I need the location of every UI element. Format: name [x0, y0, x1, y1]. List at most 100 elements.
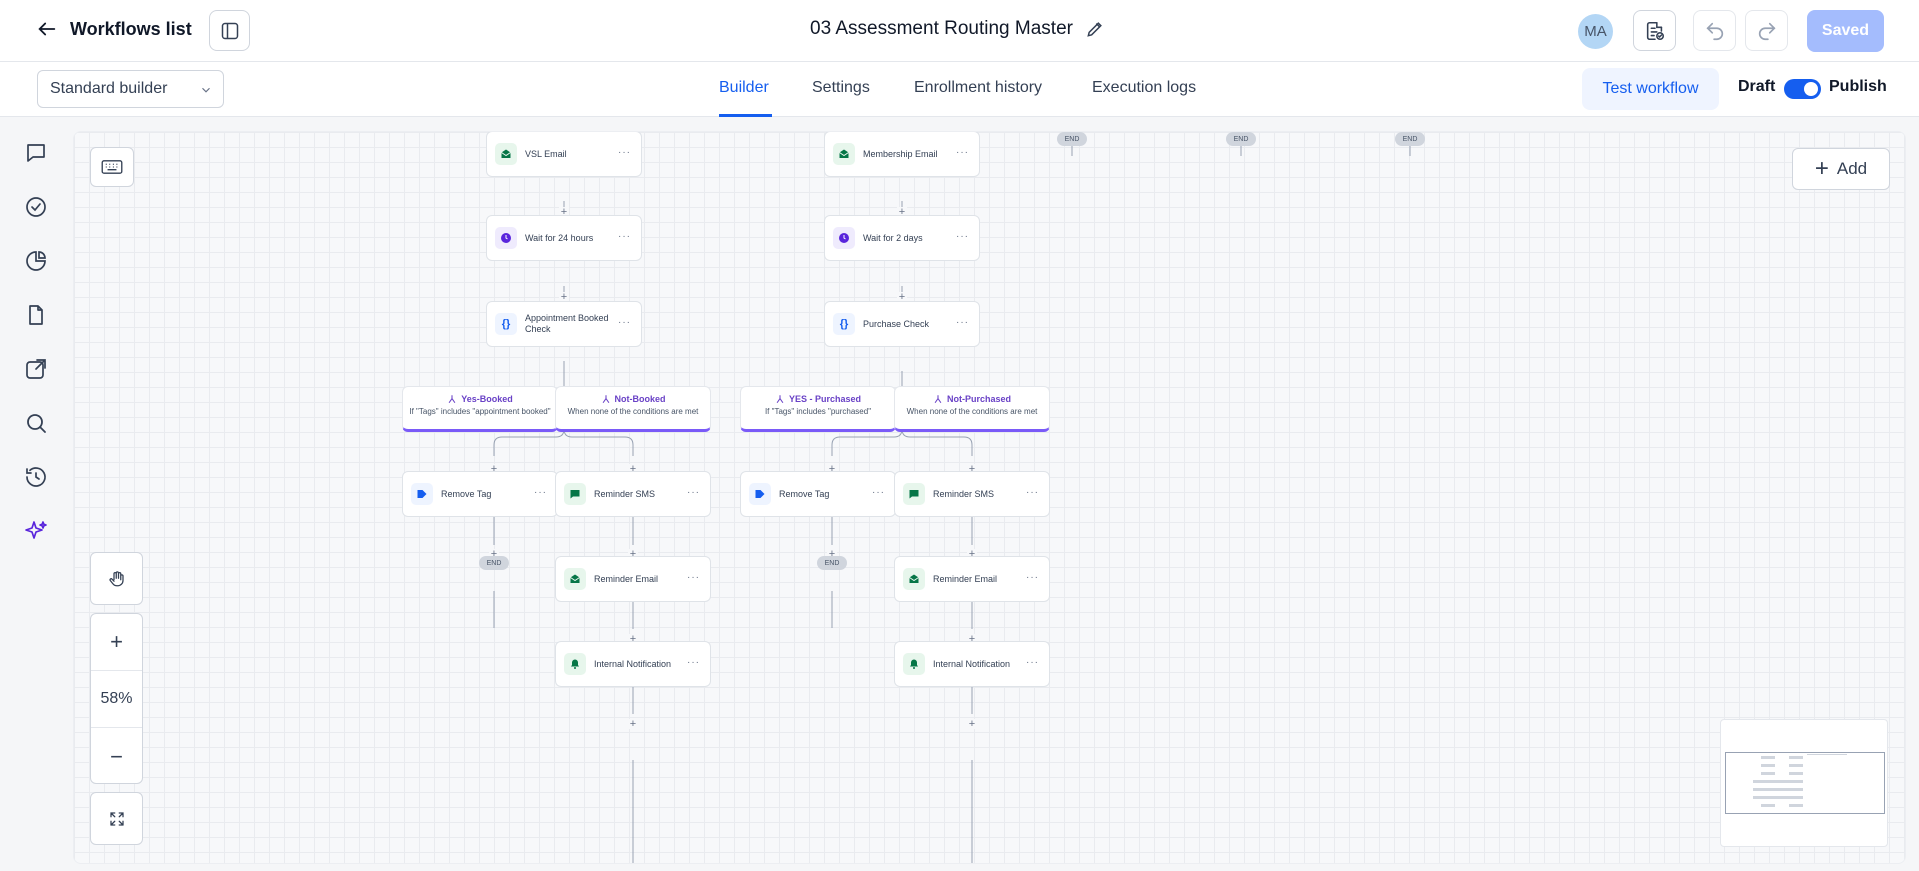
add-step-plus[interactable]: + [628, 548, 638, 560]
publish-label: Publish [1829, 78, 1887, 95]
email-icon [833, 143, 855, 165]
more-icon[interactable]: ··· [687, 657, 700, 668]
minimap-viewport[interactable] [1725, 752, 1885, 814]
tab-builder[interactable]: Builder [719, 79, 769, 96]
step-internal-notification[interactable]: Internal Notification ··· [894, 641, 1050, 687]
more-icon[interactable]: ··· [1026, 487, 1039, 498]
add-step-plus[interactable]: + [628, 718, 638, 730]
builder-type-select[interactable]: Standard builder [37, 70, 224, 108]
add-step-plus[interactable]: + [897, 206, 907, 218]
more-icon[interactable]: ··· [618, 317, 631, 328]
tab-enrollment-history[interactable]: Enrollment history [914, 79, 1043, 96]
branch-name: YES - Purchased [788, 394, 862, 404]
more-icon[interactable]: ··· [687, 487, 700, 498]
pan-tool-button[interactable] [90, 552, 143, 605]
branch-yes-purchased[interactable]: YES - Purchased If "Tags" includes "purc… [740, 386, 896, 432]
back-label: Workflows list [70, 18, 192, 39]
add-step-plus[interactable]: + [489, 463, 499, 475]
more-icon[interactable]: ··· [687, 572, 700, 583]
step-vsl-email[interactable]: VSL Email ··· [486, 132, 642, 177]
tab-execution-logs[interactable]: Execution logs [1092, 79, 1197, 96]
undo-button[interactable] [1693, 10, 1736, 51]
step-reminder-sms[interactable]: Reminder SMS ··· [555, 471, 711, 517]
back-to-workflows-link[interactable]: Workflows list [36, 18, 192, 40]
step-purchase-check[interactable]: {} Purchase Check ··· [824, 301, 980, 347]
rail-search[interactable] [24, 411, 48, 435]
add-step-plus[interactable]: + [628, 633, 638, 645]
zoom-in-button[interactable]: + [91, 614, 142, 671]
step-appointment-check[interactable]: {} Appointment Booked Check ··· [486, 301, 642, 347]
user-avatar[interactable]: MA [1578, 14, 1613, 49]
add-step-plus[interactable]: + [967, 463, 977, 475]
email-icon [495, 143, 517, 165]
workflow-canvas[interactable]: + + + + + + + + + + + + + + + + END END … [73, 131, 1906, 864]
publish-toggle[interactable] [1784, 79, 1821, 99]
zoom-level: 58% [91, 671, 142, 728]
more-icon[interactable]: ··· [956, 147, 969, 158]
branch-icon [776, 395, 784, 404]
more-icon[interactable]: ··· [956, 231, 969, 242]
rail-analytics[interactable] [24, 249, 48, 273]
rail-external[interactable] [24, 357, 48, 381]
branch-yes-booked[interactable]: Yes-Booked If "Tags" includes "appointme… [402, 386, 558, 432]
more-icon[interactable]: ··· [956, 317, 969, 328]
add-step-plus[interactable]: + [628, 463, 638, 475]
step-wait-2-days[interactable]: Wait for 2 days ··· [824, 215, 980, 261]
more-icon[interactable]: ··· [1026, 657, 1039, 668]
keyboard-shortcuts-button[interactable] [90, 147, 134, 187]
rail-notes[interactable] [24, 303, 48, 327]
external-link-icon [26, 359, 46, 379]
step-label: Remove Tag [779, 489, 830, 499]
branch-not-purchased[interactable]: Not-Purchased When none of the condition… [894, 386, 1050, 432]
add-step-plus[interactable]: + [967, 718, 977, 730]
pencil-edit-icon[interactable] [1085, 19, 1105, 39]
active-tab-indicator [719, 114, 772, 117]
add-step-plus[interactable]: + [827, 463, 837, 475]
step-label: Membership Email [863, 149, 938, 159]
zoom-out-button[interactable]: − [110, 743, 123, 769]
add-label: Add [1836, 159, 1868, 178]
more-icon[interactable]: ··· [1026, 572, 1039, 583]
step-wait-24-hours[interactable]: Wait for 24 hours ··· [486, 215, 642, 261]
add-step-plus[interactable]: + [967, 548, 977, 560]
tag-icon [411, 483, 433, 505]
version-history-button[interactable] [1633, 10, 1676, 51]
step-label: Reminder Email [594, 574, 659, 584]
more-icon[interactable]: ··· [872, 487, 885, 498]
rail-comments[interactable] [24, 141, 48, 165]
step-reminder-email[interactable]: Reminder Email ··· [555, 556, 711, 602]
branch-not-booked[interactable]: Not-Booked When none of the conditions a… [555, 386, 711, 432]
sms-icon [564, 483, 586, 505]
rail-tasks[interactable] [24, 195, 48, 219]
step-remove-tag[interactable]: Remove Tag ··· [740, 471, 896, 517]
workflow-title: 03 Assessment Routing Master [810, 18, 1105, 40]
expand-icon [109, 811, 124, 826]
add-step-plus[interactable]: + [559, 291, 569, 303]
step-remove-tag[interactable]: Remove Tag ··· [402, 471, 558, 517]
tag-icon [749, 483, 771, 505]
add-step-button[interactable]: + Add [1792, 148, 1890, 190]
step-reminder-email[interactable]: Reminder Email ··· [894, 556, 1050, 602]
add-step-plus[interactable]: + [897, 291, 907, 303]
rail-ai[interactable] [24, 519, 48, 543]
step-membership-email[interactable]: Membership Email ··· [824, 132, 980, 177]
test-workflow-button[interactable]: Test workflow [1582, 68, 1719, 110]
saved-button[interactable]: Saved [1807, 10, 1884, 52]
minimap[interactable] [1720, 719, 1888, 847]
add-step-plus[interactable]: + [489, 548, 499, 560]
redo-button[interactable] [1745, 10, 1788, 51]
step-internal-notification[interactable]: Internal Notification ··· [555, 641, 711, 687]
more-icon[interactable]: ··· [534, 487, 547, 498]
add-step-plus[interactable]: + [827, 548, 837, 560]
bell-icon [564, 653, 586, 675]
sidebar-toggle-button[interactable] [209, 10, 250, 51]
rail-history[interactable] [24, 465, 48, 489]
more-icon[interactable]: ··· [618, 231, 631, 242]
add-step-plus[interactable]: + [559, 206, 569, 218]
tab-settings[interactable]: Settings [812, 79, 870, 96]
more-icon[interactable]: ··· [618, 147, 631, 158]
fit-view-button[interactable] [90, 792, 143, 845]
step-reminder-sms[interactable]: Reminder SMS ··· [894, 471, 1050, 517]
end-pill: END [1395, 132, 1425, 146]
add-step-plus[interactable]: + [967, 633, 977, 645]
